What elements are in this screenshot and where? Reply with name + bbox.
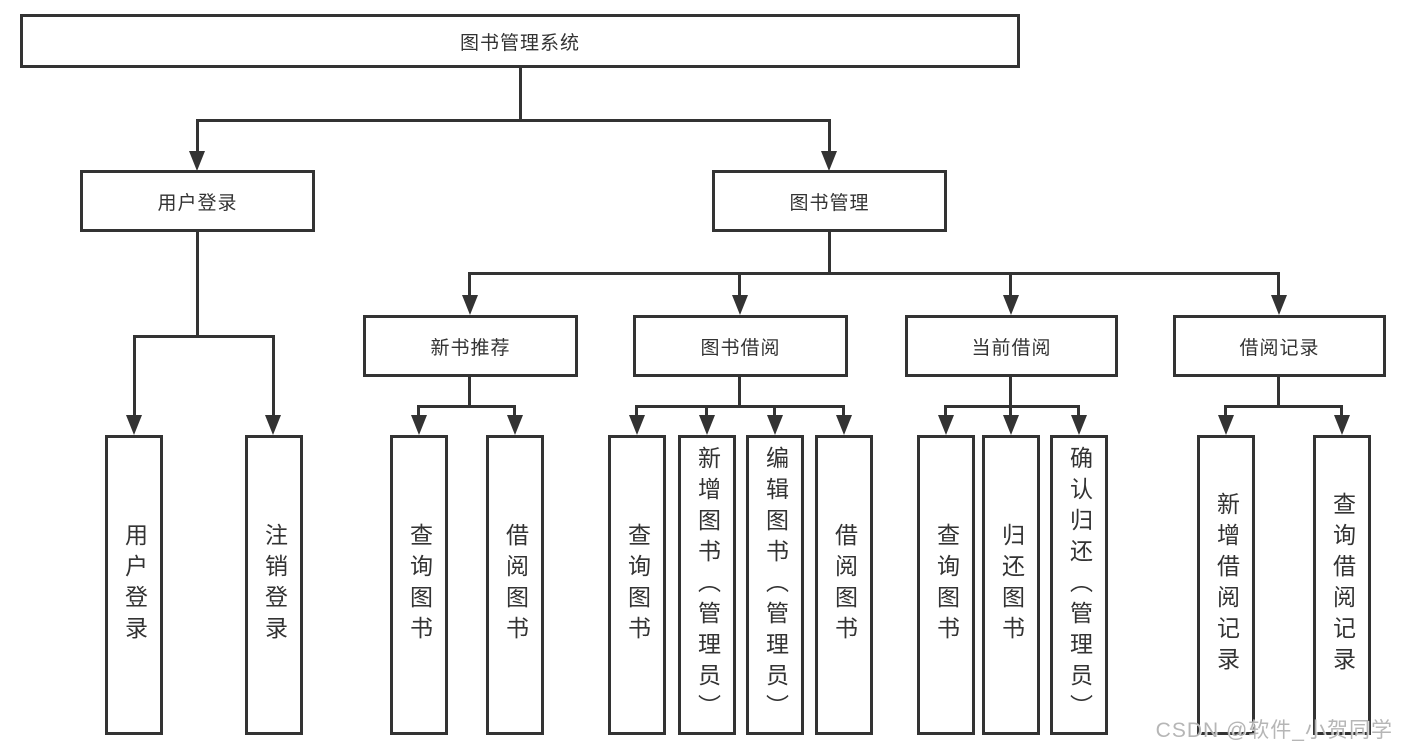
leaf-label: 确认归还（管理员） [1066, 445, 1093, 725]
arrow-down-icon [821, 151, 837, 171]
leaf-logout-login: 注销登录 [245, 435, 303, 735]
connector-branch-book-borrow [738, 272, 741, 296]
connector-branch-leaf [705, 405, 708, 419]
arrow-down-icon [836, 415, 852, 435]
arrow-down-icon [1271, 295, 1287, 315]
connector-branch-leaf [133, 335, 136, 417]
leaf-borrow-query: 查询图书 [608, 435, 666, 735]
arrow-down-icon [1003, 295, 1019, 315]
arrow-down-icon [126, 415, 142, 435]
node-user-login: 用户登录 [80, 170, 315, 232]
node-book-mgmt: 图书管理 [712, 170, 947, 232]
connector-branch-user-login [196, 119, 199, 153]
node-book-borrow-label: 图书借阅 [700, 337, 781, 359]
leaf-label: 查询借阅记录 [1329, 492, 1356, 678]
leaf-label: 借阅图书 [831, 523, 858, 647]
leaf-label: 注销登录 [261, 523, 288, 647]
connector-branch-new-books [468, 272, 471, 296]
connector-branch-leaf [944, 405, 947, 419]
connector-new-books-bar [417, 405, 516, 408]
arrow-down-icon [1071, 415, 1087, 435]
arrow-down-icon [507, 415, 523, 435]
connector-current-borrow-bar [944, 405, 1080, 408]
connector-branch-leaf [513, 405, 516, 419]
connector-book-mgmt-stem [828, 232, 831, 275]
connector-user-login-bar [133, 335, 275, 338]
node-book-mgmt-label: 图书管理 [789, 192, 870, 214]
connector-branch-leaf [1009, 405, 1012, 419]
leaf-current-return: 归还图书 [982, 435, 1040, 735]
leaf-current-query: 查询图书 [917, 435, 975, 735]
connector-branch-leaf [773, 405, 776, 419]
leaf-new-books-query: 查询图书 [390, 435, 448, 735]
connector-level3-bar [468, 272, 1280, 275]
arrow-down-icon [411, 415, 427, 435]
leaf-borrow-borrow: 借阅图书 [815, 435, 873, 735]
connector-branch-leaf [1077, 405, 1080, 419]
connector-branch-book-mgmt [828, 119, 831, 153]
connector-branch-leaf [1224, 405, 1227, 419]
connector-user-login-stem [196, 232, 199, 338]
arrow-down-icon [189, 151, 205, 171]
leaf-label: 归还图书 [998, 523, 1025, 647]
node-borrow-records: 借阅记录 [1173, 315, 1386, 377]
leaf-label: 用户登录 [121, 523, 148, 647]
node-current-borrow-label: 当前借阅 [971, 337, 1052, 359]
connector-branch-leaf [635, 405, 638, 419]
connector-book-borrow-stem [738, 377, 741, 408]
leaf-user-login: 用户登录 [105, 435, 163, 735]
connector-branch-leaf [417, 405, 420, 419]
leaf-label: 编辑图书（管理员） [762, 445, 789, 725]
connector-root-stem [519, 68, 522, 121]
connector-branch-borrow-records [1277, 272, 1280, 296]
connector-new-books-stem [468, 377, 471, 408]
arrow-down-icon [767, 415, 783, 435]
node-borrow-records-label: 借阅记录 [1239, 337, 1320, 359]
leaf-records-query: 查询借阅记录 [1313, 435, 1371, 735]
leaf-label: 查询图书 [624, 523, 651, 647]
node-root: 图书管理系统 [20, 14, 1020, 68]
connector-level1-bar [196, 119, 831, 122]
connector-borrow-records-stem [1277, 377, 1280, 408]
leaf-label: 新增图书（管理员） [694, 445, 721, 725]
arrow-down-icon [265, 415, 281, 435]
arrow-down-icon [1003, 415, 1019, 435]
node-current-borrow: 当前借阅 [905, 315, 1118, 377]
node-book-borrow: 图书借阅 [633, 315, 848, 377]
arrow-down-icon [1218, 415, 1234, 435]
node-root-label: 图书管理系统 [459, 32, 580, 54]
leaf-new-books-borrow: 借阅图书 [486, 435, 544, 735]
leaf-label: 查询图书 [933, 523, 960, 647]
node-new-books-label: 新书推荐 [430, 337, 511, 359]
arrow-down-icon [699, 415, 715, 435]
connector-branch-leaf [1340, 405, 1343, 419]
arrow-down-icon [938, 415, 954, 435]
leaf-label: 查询图书 [406, 523, 433, 647]
node-user-login-label: 用户登录 [157, 192, 238, 214]
leaf-borrow-add-admin: 新增图书（管理员） [678, 435, 736, 735]
connector-book-borrow-bar [635, 405, 845, 408]
connector-borrow-records-bar [1224, 405, 1343, 408]
connector-current-borrow-stem [1009, 377, 1012, 408]
csdn-watermark: CSDN @软件_小贺同学 [1155, 719, 1393, 742]
leaf-records-add: 新增借阅记录 [1197, 435, 1255, 735]
arrow-down-icon [629, 415, 645, 435]
arrow-down-icon [732, 295, 748, 315]
leaf-label: 新增借阅记录 [1213, 492, 1240, 678]
arrow-down-icon [1334, 415, 1350, 435]
connector-branch-leaf [272, 335, 275, 417]
leaf-label: 借阅图书 [502, 523, 529, 647]
connector-branch-current-borrow [1009, 272, 1012, 296]
node-new-books: 新书推荐 [363, 315, 578, 377]
leaf-current-confirm-return-admin: 确认归还（管理员） [1050, 435, 1108, 735]
arrow-down-icon [462, 295, 478, 315]
connector-branch-leaf [842, 405, 845, 419]
leaf-borrow-edit-admin: 编辑图书（管理员） [746, 435, 804, 735]
